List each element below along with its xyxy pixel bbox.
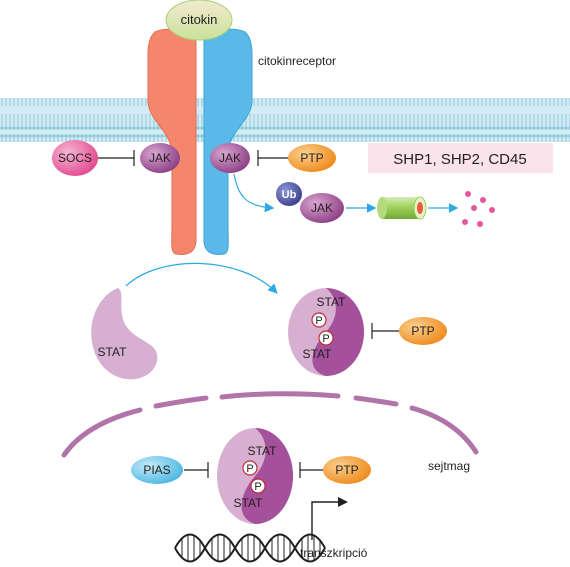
transcription-arrowhead [338, 497, 348, 507]
ubiquitin [276, 182, 302, 206]
fragment [465, 191, 471, 197]
phospho-3 [242, 460, 258, 476]
stat-dimer-dark-half [312, 288, 364, 376]
stat-nuc-bottom-label: STAT [234, 496, 264, 510]
proteasome [382, 197, 420, 219]
proteasome-end-left [377, 197, 387, 219]
fragment [477, 221, 483, 227]
fragment [462, 219, 468, 225]
nucleus-label: sejtmag [428, 459, 470, 473]
nuclear-envelope-segment [61, 407, 143, 458]
jak-left-label: JAK [149, 151, 171, 165]
phospho-2-label: P [322, 333, 329, 345]
phospho-1 [311, 312, 327, 328]
jak-right [210, 143, 250, 173]
ptp-nuc [323, 456, 371, 484]
jak-right-label: JAK [219, 151, 241, 165]
cytokine-label: citokin [181, 12, 218, 27]
socs-protein [52, 140, 98, 176]
receptor-right-chain [203, 28, 253, 255]
ubiquitin-label: Ub [282, 189, 297, 201]
phospho-4 [250, 478, 266, 494]
transcription-start-arrow [311, 501, 340, 540]
stat-nuc-top-label: STAT [248, 444, 278, 458]
ptp-mid [399, 317, 447, 345]
dna-strand [174, 533, 326, 563]
phospho-3-label: P [246, 463, 253, 475]
ptp-nuc-label: PTP [335, 463, 358, 477]
phospho-1-label: P [315, 315, 322, 327]
phospho-4-label: P [254, 481, 261, 493]
pias-protein [131, 456, 183, 484]
jak-ubiquitinated [300, 193, 344, 223]
dna-base-pairs [181, 535, 321, 561]
nuclear-envelope-segment [153, 395, 209, 409]
nuclear-envelope-segment [353, 395, 399, 407]
ptp-top [288, 144, 336, 172]
dna-strand [174, 533, 326, 563]
dna-helix [174, 533, 326, 563]
activation-arrow [125, 262, 278, 294]
degradation-arrow-1 [233, 173, 275, 213]
phosphatase-list: SHP1, SHP2, CD45 [393, 151, 526, 168]
peptide-fragments [462, 191, 495, 227]
stat-dimer-bottom-label: STAT [303, 347, 333, 361]
cytokine-ligand [165, 0, 233, 41]
stat-dimer-nuclear-dark-half [241, 428, 293, 524]
phosphatase-box [368, 143, 553, 173]
stat-monomer [91, 288, 158, 380]
stat-dimer-top-label: STAT [317, 295, 347, 309]
transcription-label: transzkripció [300, 546, 368, 560]
receptor-label: citokinreceptor [258, 54, 336, 68]
fragment [471, 205, 477, 211]
socs-label: SOCS [58, 151, 92, 165]
fragment [489, 207, 495, 213]
jak-ub-label: JAK [311, 201, 333, 215]
stat-monomer-label: STAT [98, 345, 128, 359]
jak-left [140, 143, 180, 173]
cell-membrane [0, 98, 570, 142]
fragment [480, 197, 486, 203]
nuclear-envelope-segment [219, 391, 341, 400]
proteasome-core [417, 202, 423, 214]
phospho-2 [318, 330, 334, 346]
nuclear-envelope-segment [409, 405, 479, 455]
ptp-top-label: PTP [300, 151, 323, 165]
ptp-mid-label: PTP [411, 324, 434, 338]
pias-label: PIAS [143, 463, 170, 477]
